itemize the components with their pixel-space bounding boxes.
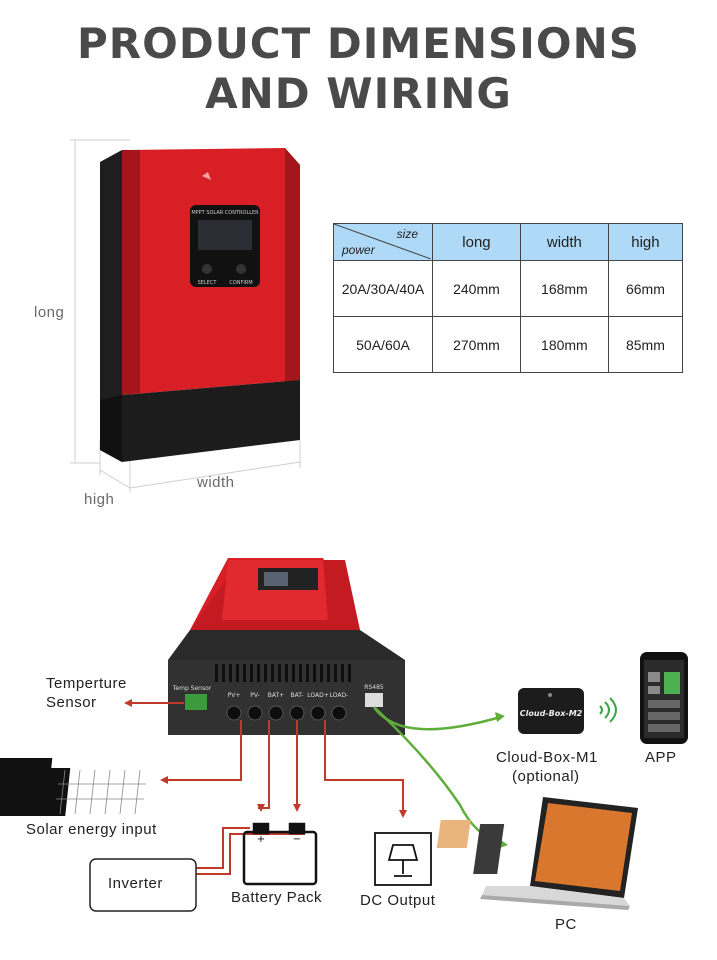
table-cell: 240mm	[432, 260, 521, 317]
port-label: BAT-	[290, 692, 303, 699]
table-cell: 180mm	[519, 316, 609, 373]
temp-sensor-terminal	[185, 694, 207, 710]
svg-text:−: −	[293, 834, 301, 845]
temp-sensor-label-line2: Sensor	[46, 694, 97, 711]
dimension-high-label: high	[84, 491, 115, 508]
corner-diagonal	[334, 224, 431, 259]
dimension-long-label: long	[34, 304, 65, 321]
laptop-pc-icon	[436, 797, 638, 910]
solar-input-label: Solar energy input	[26, 821, 157, 838]
table-header-cell: width	[519, 223, 609, 261]
app-label: APP	[645, 749, 677, 766]
port-terminal	[268, 705, 284, 721]
table-cell: 85mm	[607, 316, 684, 373]
wiring-controller-image: Temp Sensor RS485 PV+ PV- BAT+ BAT- LOAD+LOA…	[168, 558, 405, 735]
table-power-cell: 20A/30A/40A	[333, 260, 433, 317]
inverter-box	[89, 858, 197, 912]
table-cell: 168mm	[519, 260, 609, 317]
cloud-box-icon: Cloud-Box-M2	[518, 688, 584, 734]
port-terminal	[247, 705, 263, 721]
rs485-port	[365, 693, 383, 707]
pc-label: PC	[555, 916, 577, 933]
rs485-label: RS485	[364, 684, 384, 691]
page-title-line1: PRODUCT DIMENSIONS	[77, 19, 640, 68]
corner-power-label: power	[342, 243, 375, 257]
dc-output-lamp-icon	[374, 832, 432, 886]
temp-port-label: Temp Sensor	[172, 685, 212, 692]
port-label: BAT+	[268, 692, 284, 699]
wifi-signal-icon	[599, 697, 617, 723]
port-terminal	[331, 705, 347, 721]
cloud-box-device-label: Cloud-Box-M2	[520, 709, 583, 718]
screen-label: MPPT SOLAR CONTROLLER	[191, 210, 259, 216]
red-wires	[130, 702, 404, 812]
dimension-width-label: width	[197, 474, 235, 491]
phone-app-icon	[640, 652, 688, 744]
controller-product-image: MPPT SOLAR CONTROLLER SELECT CONFIRM	[100, 148, 300, 462]
port-label: PV-	[250, 692, 260, 699]
table-header-row: size power long width high	[333, 223, 684, 261]
red-arrowheads	[124, 699, 407, 818]
port-label: LOAD-	[330, 692, 349, 699]
confirm-button-label: CONFIRM	[229, 280, 252, 286]
inverter-wires	[196, 827, 305, 875]
cloud-box-label-line1: Cloud-Box-M1	[496, 749, 598, 766]
port-label: LOAD+	[307, 692, 329, 699]
table-row: 50A/60A 270mm 180mm 85mm	[333, 316, 684, 373]
table-cell: 270mm	[432, 316, 521, 373]
table-corner-cell: size power	[333, 223, 433, 261]
svg-text:+: +	[257, 834, 265, 845]
battery-pack-label: Battery Pack	[231, 889, 323, 906]
temp-sensor-label-line1: Temperture	[46, 675, 127, 692]
port-terminal	[226, 705, 242, 721]
port-terminal	[310, 705, 326, 721]
port-terminal	[289, 705, 305, 721]
battery-pack-icon	[242, 822, 318, 886]
table-power-cell: 50A/60A	[333, 316, 433, 373]
corner-size-label: size	[396, 227, 418, 241]
port-label: PV+	[228, 692, 241, 699]
table-header-cell: high	[607, 223, 684, 261]
table-row: 20A/30A/40A 240mm 168mm 66mm	[333, 260, 684, 317]
solar-panel-icon	[0, 758, 146, 816]
dimension-table: size power long width high 20A/30A/40A 2…	[333, 223, 684, 373]
table-header-cell: long	[432, 223, 521, 261]
dc-output-label: DC Output	[360, 892, 436, 909]
page-title-line2: AND WIRING	[205, 69, 512, 118]
inverter-label: Inverter	[108, 875, 163, 892]
table-cell: 66mm	[607, 260, 684, 317]
cloud-box-label-line2: (optional)	[512, 768, 580, 785]
select-button-label: SELECT	[198, 280, 218, 286]
